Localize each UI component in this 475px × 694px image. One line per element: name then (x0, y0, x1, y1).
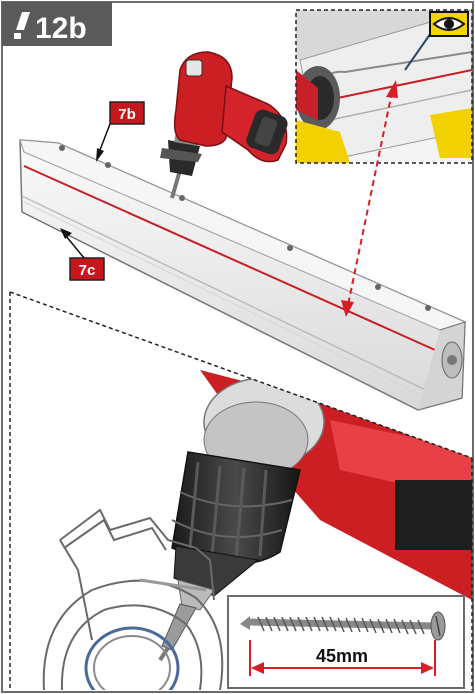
callout-7b-label: 7b (118, 106, 136, 123)
drill-top (160, 51, 288, 199)
callout-7b: 7b (96, 101, 145, 162)
callout-7c: 7c (60, 228, 105, 281)
detail-inset (295, 9, 473, 164)
screw-length-label: 45mm (316, 646, 368, 666)
profile-7b (19, 139, 467, 411)
screw-spec-box: 45mm (227, 595, 465, 689)
red-guide-line (23, 165, 445, 355)
inspection-arrow (341, 80, 398, 317)
step-badge: 12b (2, 2, 112, 46)
screw-icon (240, 611, 446, 641)
callout-7c-label: 7c (79, 262, 96, 279)
slash-icon (16, 12, 30, 30)
screw-heads (59, 145, 431, 311)
eye-icon (429, 11, 469, 37)
step-number: 12b (35, 12, 87, 45)
